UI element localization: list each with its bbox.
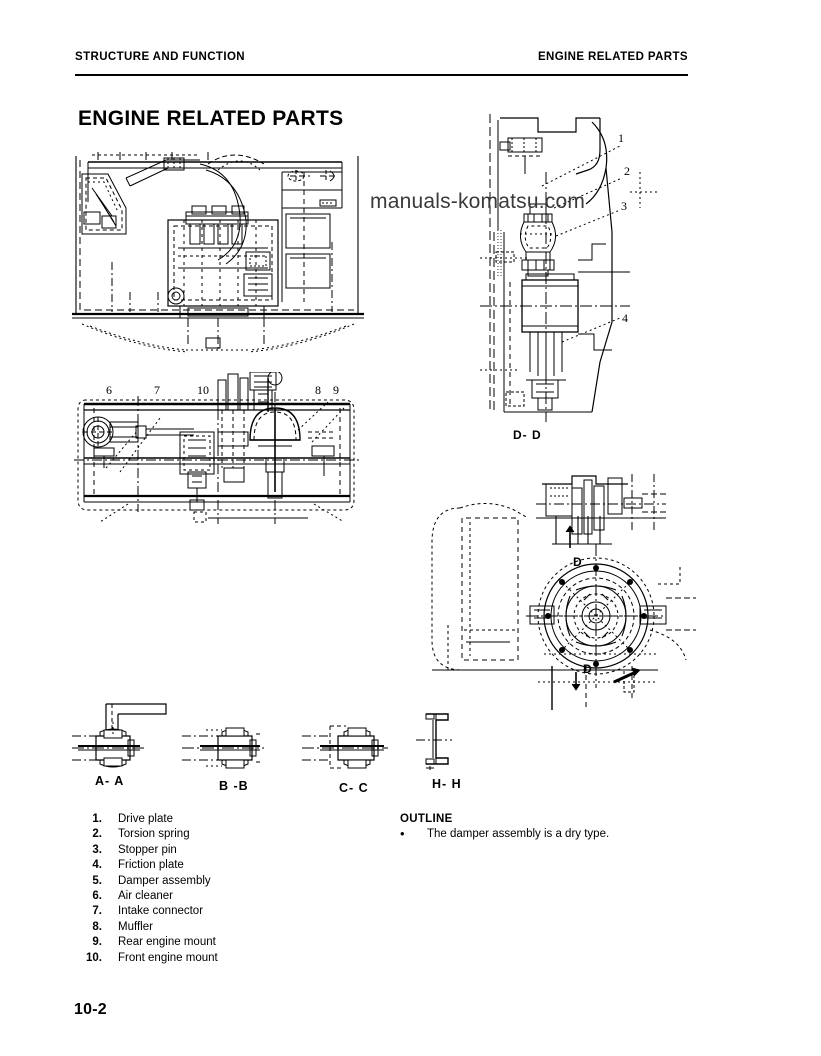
part-number: 2. [92, 828, 102, 841]
list-item: 4. Friction plate [76, 858, 376, 873]
part-number: 5. [92, 874, 102, 887]
figure-engine-plan-view [68, 372, 368, 534]
part-number: 7. [92, 905, 102, 918]
outline-item-text: The damper assembly is a dry type. [427, 828, 610, 840]
figure-damper-assembly-view [418, 470, 703, 715]
part-number: 8. [92, 920, 102, 933]
list-item: 6. Air cleaner [76, 889, 376, 904]
section-marker-d-upper: D [573, 555, 582, 569]
section-details-drawing [72, 703, 452, 770]
header-right-title: ENGINE RELATED PARTS [537, 51, 688, 63]
figure-engine-assembly-side-view [68, 142, 368, 354]
page-header: STRUCTURE AND FUNCTION ENGINE RELATED PA… [75, 50, 688, 76]
outline-section: OUTLINE • The damper assembly is a dry t… [400, 812, 730, 842]
part-number: 9. [92, 936, 102, 949]
outline-heading: OUTLINE [400, 813, 453, 825]
engine-plan-view-drawing [74, 372, 362, 524]
part-label: Rear engine mount [118, 936, 216, 949]
damper-assembly-drawing [431, 474, 696, 710]
list-item: 7. Intake connector [76, 904, 376, 919]
callout-4: 4 [622, 311, 628, 325]
part-number: 3. [92, 843, 102, 856]
list-item: • The damper assembly is a dry type. [400, 826, 730, 842]
part-label: Damper assembly [118, 874, 211, 887]
list-item: 1. Drive plate [76, 812, 376, 827]
header-left-title: STRUCTURE AND FUNCTION [75, 51, 246, 63]
figure-section-details [70, 700, 490, 780]
part-label: Front engine mount [118, 951, 218, 964]
callout-8: 8 [315, 383, 321, 397]
engine-assembly-side-view-drawing [72, 152, 364, 353]
list-item: 8. Muffler [76, 920, 376, 935]
part-label: Air cleaner [118, 890, 173, 903]
callout-6: 6 [106, 383, 112, 397]
figure-air-cleaner-intake-section-view [480, 112, 660, 422]
callout-7: 7 [154, 383, 160, 397]
list-item: 3. Stopper pin [76, 843, 376, 858]
list-item: 2. Torsion spring [76, 827, 376, 842]
section-label-h-h: H- H [432, 777, 462, 791]
callout-9: 9 [333, 383, 339, 397]
part-label: Stopper pin [118, 843, 177, 856]
air-cleaner-intake-section-drawing [480, 114, 658, 422]
section-label-c-c: C- C [339, 781, 369, 795]
part-label: Torsion spring [118, 828, 190, 841]
callout-1: 1 [618, 131, 624, 145]
part-number: 10. [86, 951, 102, 964]
part-label: Intake connector [118, 905, 204, 918]
list-item: 10. Front engine mount [76, 951, 376, 966]
callout-3: 3 [621, 199, 627, 213]
section-label-a-a: A- A [95, 774, 125, 788]
part-label: Muffler [118, 920, 153, 933]
callout-10: 10 [197, 383, 209, 397]
bullet-icon: • [400, 826, 405, 841]
section-label-b-b: B -B [219, 779, 249, 793]
page-title: ENGINE RELATED PARTS [78, 107, 344, 130]
section-marker-d-lower: D [583, 662, 592, 676]
part-number: 6. [92, 890, 102, 903]
part-label: Friction plate [118, 859, 184, 872]
section-label-d-d: D- D [513, 428, 542, 442]
parts-legend-list: 1. Drive plate 2. Torsion spring 3. Stop… [76, 812, 376, 966]
list-item: 5. Damper assembly [76, 874, 376, 889]
callout-2: 2 [624, 164, 630, 178]
page-number: 10-2 [74, 1001, 107, 1018]
part-label: Drive plate [118, 813, 173, 825]
part-number: 1. [92, 813, 102, 825]
part-number: 4. [92, 859, 102, 872]
list-item: 9. Rear engine mount [76, 935, 376, 950]
